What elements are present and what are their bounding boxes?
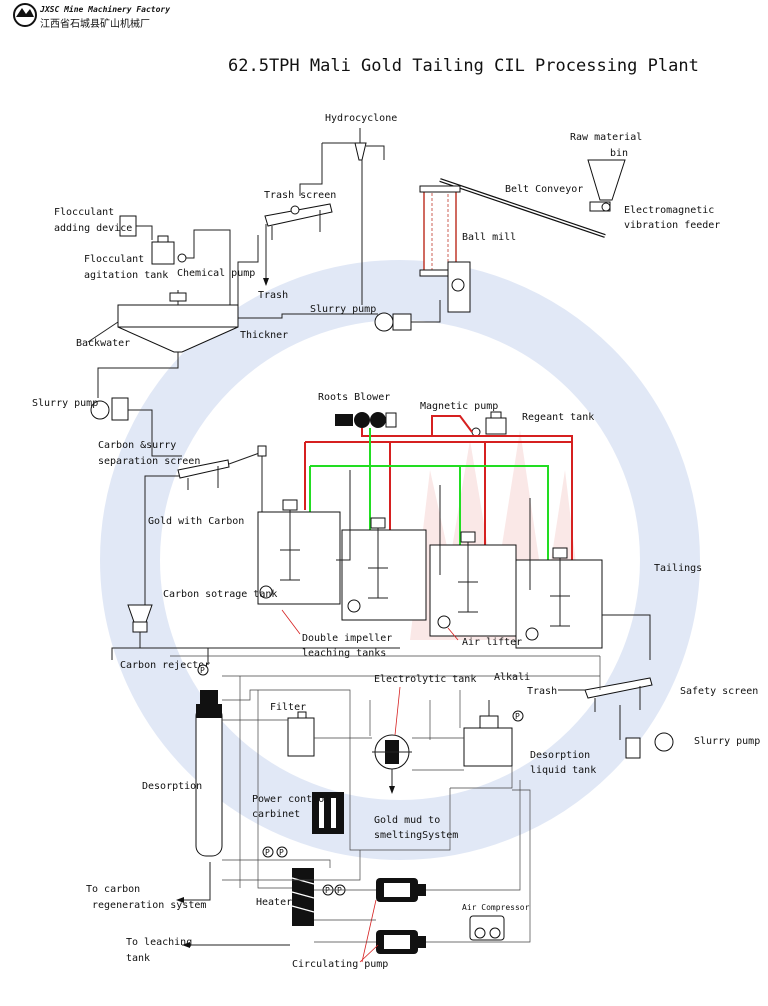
- trash-screen-label: Trash screen: [264, 190, 336, 201]
- filter: [287, 711, 315, 757]
- belt-conveyor-label: Belt Conveyor: [505, 184, 583, 195]
- power-control-cabinet: [312, 792, 344, 834]
- electrolytic-tank: [372, 734, 412, 770]
- flocculant-agitation-tank: [151, 235, 175, 265]
- alkali-tank: [479, 700, 499, 729]
- jxsc-logo-icon: [13, 3, 37, 27]
- slurry-pump-right-label: Slurry pump: [694, 736, 760, 747]
- desorption-column: [195, 690, 223, 857]
- safety-screen: [584, 677, 653, 712]
- svg-text:P: P: [515, 712, 520, 721]
- trash-screen: [264, 203, 333, 240]
- chemical-pump-label: Chemical pump: [177, 268, 255, 279]
- trash-top-label: Trash: [258, 290, 288, 301]
- pressure-gauge: P: [276, 846, 288, 858]
- backwater-label: Backwater: [76, 338, 130, 349]
- svg-text:P: P: [325, 886, 330, 895]
- electromagnetic-label: Electromagnetic: [624, 205, 714, 216]
- regeant-tank: [485, 411, 507, 435]
- to-leaching-label-1: To leaching: [126, 937, 192, 948]
- thickner-label: Thickner: [240, 330, 288, 341]
- air-compressor-label: Air Compressor: [462, 903, 530, 912]
- heater-label: Heater: [256, 897, 292, 908]
- pressure-gauge: P: [197, 664, 209, 676]
- double-impeller-label-1: Double impeller: [302, 633, 392, 644]
- desorption-liquid-label-2: liquid tank: [530, 765, 596, 776]
- double-impeller-leaching-tanks: [257, 470, 603, 649]
- svg-text:P: P: [279, 848, 284, 857]
- air-distribution-lines: [304, 415, 573, 568]
- alkali-label: Alkali: [494, 672, 530, 683]
- svg-text:P: P: [337, 886, 342, 895]
- desorption-label: Desorption: [142, 781, 202, 792]
- power-control-label-1: Power control: [252, 794, 330, 805]
- carbon-regen-label-2: regeneration system: [92, 900, 206, 911]
- bottom-piping-network: [170, 655, 601, 943]
- vibration-feeder: [589, 201, 611, 212]
- roots-blower: [335, 412, 397, 428]
- hydrocyclone: [354, 142, 367, 161]
- heater: [291, 868, 315, 926]
- company-name-cn: 江西省石城县矿山机械厂: [40, 17, 150, 30]
- brand-header: JXSC Mine Machinery Factory 江西省石城县矿山机械厂: [13, 3, 170, 30]
- desorption-liquid-label-1: Desorption: [530, 750, 590, 761]
- thickener: [117, 290, 239, 353]
- tailings-label: Tailings: [654, 563, 702, 574]
- carbon-screen-label-2: separation screen: [98, 456, 200, 467]
- circulating-pump-upper: [376, 878, 426, 902]
- roots-blower-label: Roots Blower: [318, 392, 390, 403]
- flocculant-tank-label-2: agitation tank: [84, 270, 168, 281]
- regeant-tank-label: Regeant tank: [522, 412, 594, 423]
- carbon-regen-label-1: To carbon: [86, 884, 140, 895]
- gold-mud-label-1: Gold mud to: [374, 815, 440, 826]
- power-control-label-2: carbinet: [252, 809, 300, 820]
- company-name-en: JXSC Mine Machinery Factory: [39, 4, 170, 14]
- gold-with-carbon-label: Gold with Carbon: [148, 516, 244, 527]
- diagram-title: 62.5TPH Mali Gold Tailing CIL Processing…: [228, 56, 699, 76]
- electrolytic-tank-label: Electrolytic tank: [374, 674, 476, 685]
- slurry-pump-right: [625, 732, 674, 759]
- flocculant-tank-label-1: Flocculant: [84, 254, 144, 265]
- raw-material-label: Raw material: [570, 132, 642, 143]
- ball-mill: [419, 185, 471, 313]
- slurry-pump-top-label: Slurry pump: [310, 304, 376, 315]
- vibration-feeder-label: vibration feeder: [624, 220, 720, 231]
- air-lifter-label: Air lifter: [462, 637, 522, 648]
- svg-text:P: P: [200, 666, 205, 675]
- air-compressor: [469, 915, 505, 941]
- slurry-pump-left: [90, 397, 129, 421]
- safety-screen-label: Safety screen: [680, 686, 758, 697]
- belt-conveyor: [439, 178, 606, 238]
- filter-label: Filter: [270, 702, 306, 713]
- magnetic-pump-label: Magnetic pump: [420, 401, 498, 412]
- raw-material-bin: [587, 159, 626, 201]
- hydrocyclone-label: Hydrocyclone: [325, 113, 397, 124]
- carbon-storage-label: Carbon sotrage tank: [163, 589, 277, 600]
- gold-mud-label-2: smeltingSystem: [374, 830, 458, 841]
- circulating-pump-label: Circulating pump: [292, 959, 388, 970]
- ball-mill-label: Ball mill: [462, 232, 516, 243]
- pressure-gauge: P: [262, 846, 274, 858]
- svg-text:P: P: [265, 848, 270, 857]
- double-impeller-label-2: leaching tanks: [302, 648, 386, 659]
- chemical-pump: [177, 253, 187, 263]
- bin-label: bin: [610, 148, 628, 159]
- magnetic-pump: [471, 427, 481, 437]
- carbon-slurry-separation-screen: [177, 459, 230, 490]
- flocculant-device-label-2: adding device: [54, 223, 132, 234]
- circulating-pump-lower: [376, 930, 426, 954]
- desorption-liquid-tank: [463, 727, 513, 767]
- slurry-pump-top: [374, 312, 412, 332]
- to-leaching-label-2: tank: [126, 953, 150, 964]
- pressure-gauge: P: [512, 710, 524, 722]
- trash-right-label: Trash: [527, 686, 557, 697]
- carbon-rejector-label: Carbon rejector: [120, 660, 210, 671]
- carbon-screen-label-1: Carbon &surry: [98, 440, 176, 451]
- flocculant-device-label-1: Flocculant: [54, 207, 114, 218]
- slurry-pump-left-label: Slurry pump: [32, 398, 98, 409]
